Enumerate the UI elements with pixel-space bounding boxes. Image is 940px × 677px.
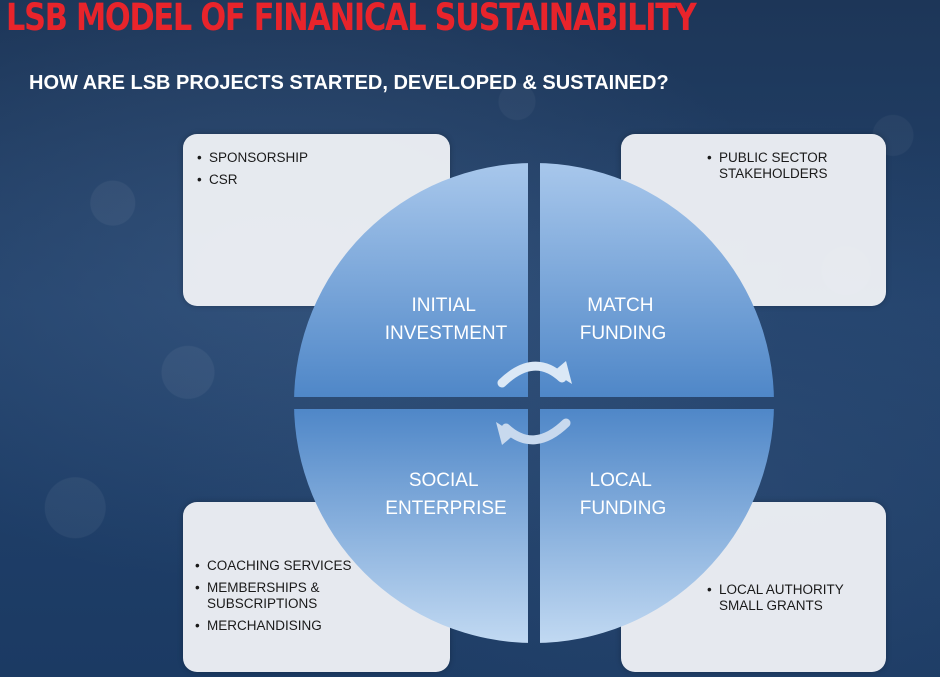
list-item: PUBLIC SECTOR STAKEHOLDERS [707, 150, 877, 182]
page-subtitle: HOW ARE LSB PROJECTS STARTED, DEVELOPED … [29, 72, 669, 94]
quadrant-social-enterprise [294, 409, 528, 643]
quadrant-label-local-funding: LOCAL FUNDING [580, 470, 667, 519]
quadrant-label-match-funding: MATCH FUNDING [580, 295, 667, 344]
page-title: LSB MODEL OF FINANICAL SUSTAINABILITY [6, 0, 697, 39]
list-item: MERCHANDISING [195, 618, 385, 634]
list-item: COACHING SERVICES [195, 558, 385, 574]
list-item: CSR [197, 172, 308, 188]
list-item: SPONSORSHIP [197, 150, 308, 166]
list-item: LOCAL AUTHORITY SMALL GRANTS [707, 582, 877, 614]
quadrant-local-funding [540, 409, 774, 643]
quadrant-label-initial-investment: INITIAL INVESTMENT [385, 295, 508, 344]
cycle-arrows-icon [496, 361, 572, 445]
quadrant-label-social-enterprise: SOCIAL ENTERPRISE [385, 470, 506, 519]
quadrant-initial-investment [294, 163, 528, 397]
quadrant-match-funding [540, 163, 774, 397]
list-item: MEMBERSHIPS & SUBSCRIPTIONS [195, 580, 385, 612]
